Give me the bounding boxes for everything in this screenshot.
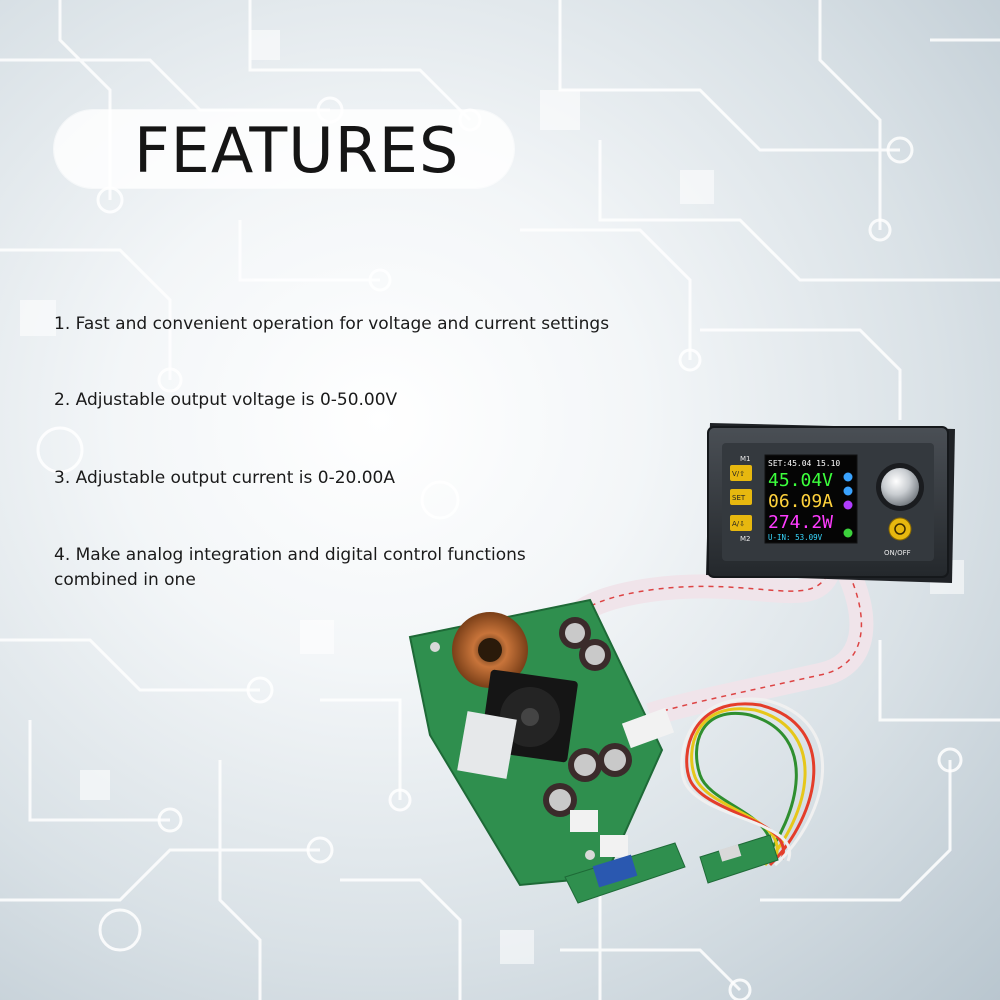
label-v-up: V/⇧	[732, 470, 745, 478]
feature-item-4: 4. Make analog integration and digital c…	[54, 545, 526, 590]
power-icon	[894, 523, 906, 535]
label-m1: M1	[740, 455, 751, 463]
colored-wires	[680, 697, 825, 867]
label-a-down: A/⇩	[732, 520, 745, 528]
page-title: FEATURES	[134, 114, 460, 187]
ribbon-connector	[621, 707, 675, 749]
lcd-screen	[764, 454, 858, 544]
label-onoff: ON/OFF	[884, 549, 911, 557]
heatsink	[457, 711, 517, 779]
terminal-connector	[570, 810, 598, 832]
title-pill	[54, 110, 514, 188]
rotary-knob[interactable]	[881, 468, 919, 506]
set-button[interactable]	[730, 489, 752, 505]
terminal-connector	[600, 835, 628, 857]
button-m1-group[interactable]: M1 V/⇧	[730, 455, 752, 481]
bluetooth-module	[564, 842, 686, 904]
output-on-icon	[843, 528, 853, 538]
screen-voltage: 45.04V	[768, 470, 833, 491]
label-m2: M2	[740, 535, 751, 543]
cv-icon	[843, 500, 853, 510]
usb-module	[699, 834, 779, 884]
screen-vin-line: U-IN: 53.09V	[768, 533, 823, 542]
feature-item-2: 2. Adjustable output voltage is 0-50.00V	[54, 390, 398, 410]
display-module: M1 V/⇧ SET A/⇩ M2 SET:45.04 15.10 45.04V…	[706, 423, 955, 583]
label-set: SET	[732, 494, 746, 502]
screen-power: 274.2W	[768, 512, 833, 533]
screen-set-line: SET:45.04 15.10	[768, 459, 840, 468]
lock-icon	[843, 472, 853, 482]
v-up-button[interactable]	[730, 465, 752, 481]
feature-item-1: 1. Fast and convenient operation for vol…	[54, 314, 610, 334]
a-down-button[interactable]	[730, 515, 752, 531]
feature-item-3: 3. Adjustable output current is 0-20.00A	[54, 468, 395, 488]
power-button[interactable]	[888, 517, 912, 541]
product-image: M1 V/⇧ SET A/⇩ M2 SET:45.04 15.10 45.04V…	[408, 423, 955, 904]
screen-current: 06.09A	[768, 491, 833, 512]
main-pcb	[408, 598, 675, 887]
check-icon	[843, 486, 853, 496]
